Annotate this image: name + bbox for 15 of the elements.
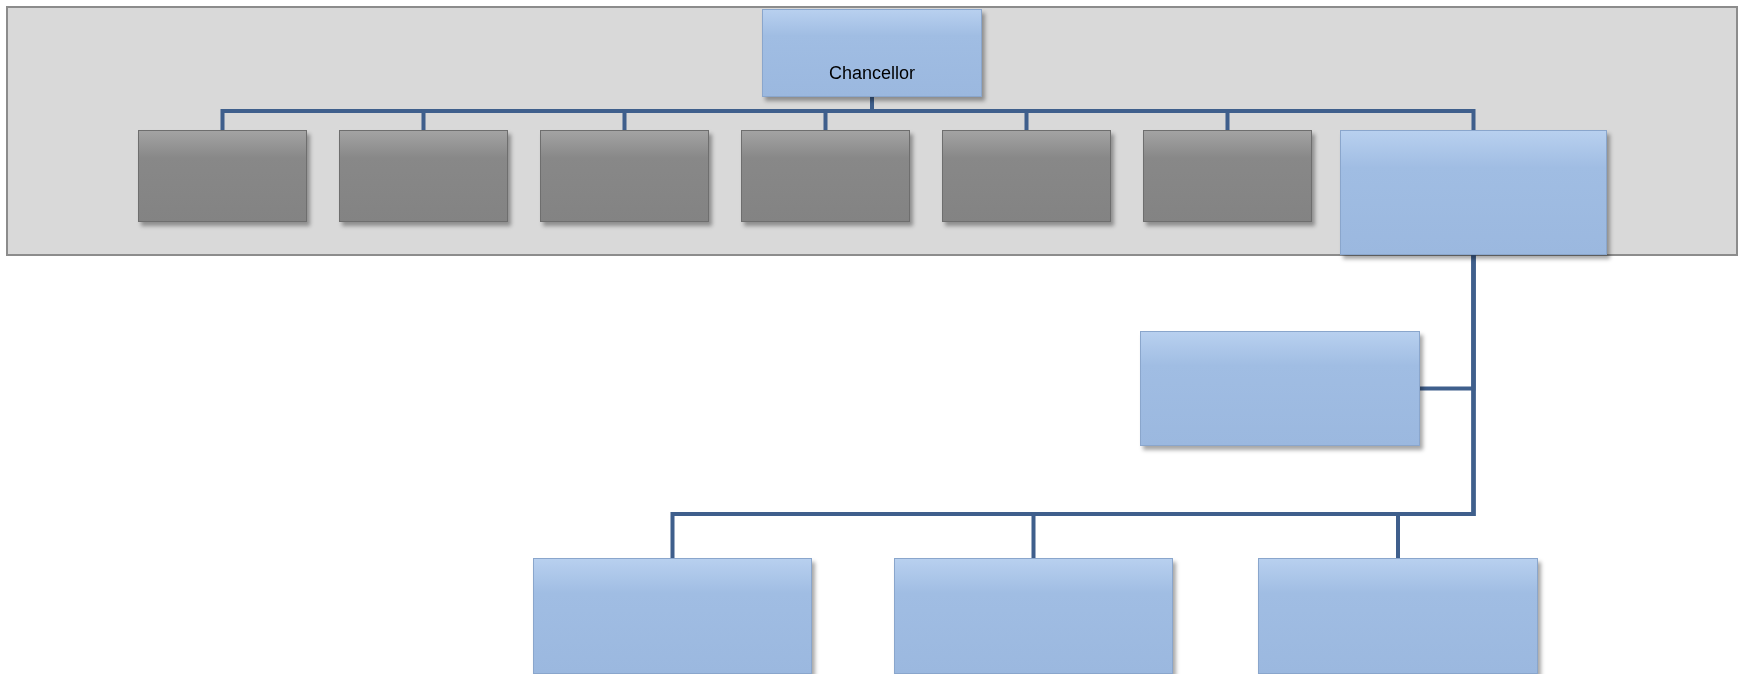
org-box (894, 558, 1173, 674)
box-label: Chancellor (828, 61, 915, 84)
org-box (138, 130, 307, 222)
org-box (540, 130, 709, 222)
title-box (762, 9, 982, 97)
org-box (1340, 130, 1607, 255)
connector-line (1396, 255, 1476, 558)
org-box (339, 130, 508, 222)
org-box (942, 130, 1111, 222)
panel-background (6, 6, 1738, 256)
org-box (1258, 558, 1538, 674)
org-box (741, 130, 910, 222)
org-box (533, 558, 812, 674)
org-box (1140, 331, 1420, 446)
org-box (1143, 130, 1312, 222)
